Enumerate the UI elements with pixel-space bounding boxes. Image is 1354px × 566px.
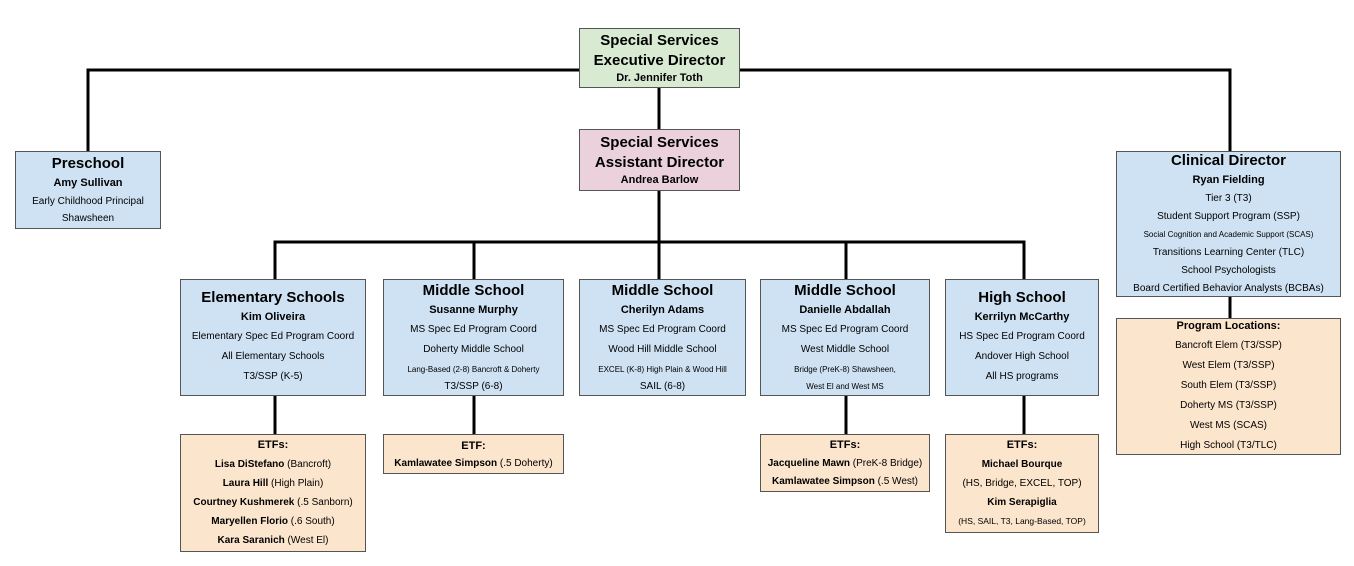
ms-abdallah-line: MS Spec Ed Program Coord: [781, 324, 909, 335]
location-item: South Elem (T3/SSP): [1180, 380, 1277, 391]
etf-name: Kara Saranich: [217, 535, 285, 546]
etf-name: Kamlawatee Simpson: [772, 475, 875, 487]
location-item: West Elem (T3/SSP): [1182, 360, 1275, 371]
middle-school-adams-box: Middle School Cherilyn Adams MS Spec Ed …: [579, 279, 746, 396]
elementary-schools-box: Elementary Schools Kim Oliveira Elementa…: [180, 279, 366, 396]
etf-abdallah-box: ETFs: Jacqueline Mawn (PreK-8 Bridge) Ka…: [760, 434, 930, 492]
elementary-title: Elementary Schools: [201, 289, 345, 306]
clinical-line: School Psychologists: [1181, 264, 1276, 276]
etf-note: (West El): [284, 535, 329, 546]
etf-elementary-box: ETFs: Lisa DiStefano (Bancroft) Laura Hi…: [180, 434, 366, 552]
executive-director-box: Special Services Executive Director Dr. …: [579, 28, 740, 88]
etf-name: Kim Serapiglia: [987, 497, 1057, 508]
program-locations-box: Program Locations: Bancroft Elem (T3/SSP…: [1116, 318, 1341, 455]
etf-note: (.5 Doherty): [497, 458, 553, 469]
ms-adams-line: MS Spec Ed Program Coord: [599, 324, 726, 335]
location-item: Bancroft Elem (T3/SSP): [1175, 340, 1282, 351]
high-line: Andover High School: [975, 351, 1069, 362]
clinical-line: Tier 3 (T3): [1205, 192, 1252, 204]
high-title: High School: [978, 289, 1066, 306]
elementary-name: Kim Oliveira: [240, 311, 306, 323]
etf-name: Laura Hill: [222, 478, 269, 489]
etf-murphy-box: ETF: Kamlawatee Simpson (.5 Doherty): [383, 434, 564, 474]
etf-entry: Kamlawatee Simpson (.5 West): [772, 473, 918, 491]
etf-note: (.5 West): [874, 475, 918, 487]
etf-entry: Lisa DiStefano (Bancroft): [215, 455, 331, 474]
preschool-line: Early Childhood Principal: [32, 195, 144, 207]
location-item: West MS (SCAS): [1189, 420, 1268, 431]
high-line: HS Spec Ed Program Coord: [959, 331, 1085, 342]
clinical-line: Transitions Learning Center (TLC): [1152, 246, 1305, 258]
etf-abdallah-title: ETFs:: [829, 438, 861, 451]
ms-adams-line: EXCEL (K-8) High Plain & Wood Hill: [598, 365, 727, 374]
etf-entry: Kamlawatee Simpson (.5 Doherty): [394, 456, 552, 471]
ms-abdallah-line: West El and West MS: [806, 382, 884, 391]
clinical-line: Student Support Program (SSP): [1157, 210, 1300, 222]
ms-murphy-line: Doherty Middle School: [423, 344, 524, 355]
etf-name: Courtney Kushmerek: [193, 497, 295, 508]
assistant-line2: Assistant Director: [594, 153, 725, 171]
etf-name: Maryellen Florio: [211, 516, 288, 527]
clinical-director-box: Clinical Director Ryan Fielding Tier 3 (…: [1116, 151, 1341, 297]
high-line: All HS programs: [985, 371, 1059, 382]
preschool-box: Preschool Amy Sullivan Early Childhood P…: [15, 151, 161, 229]
ms-murphy-line: MS Spec Ed Program Coord: [410, 324, 537, 335]
clinical-line: Board Certified Behavior Analysts (BCBAs…: [1133, 282, 1324, 294]
high-name: Kerrilyn McCarthy: [974, 311, 1070, 323]
ms-adams-line: SAIL (6-8): [639, 381, 686, 392]
etf-name: Kamlawatee Simpson: [394, 458, 498, 469]
locations-title: Program Locations:: [1176, 320, 1281, 332]
etf-high-title: ETFs:: [1006, 439, 1038, 451]
etf-entry: Jacqueline Mawn (PreK-8 Bridge): [768, 455, 923, 473]
clinical-name: Ryan Fielding: [1192, 173, 1265, 186]
assistant-line1: Special Services: [600, 133, 719, 151]
etf-elementary-title: ETFs:: [257, 439, 289, 451]
etf-name: Lisa DiStefano: [214, 459, 285, 470]
etf-name: Michael Bourque: [981, 459, 1063, 470]
preschool-name: Amy Sullivan: [53, 176, 123, 189]
executive-line2: Executive Director: [593, 52, 726, 69]
ms-adams-name: Cherilyn Adams: [620, 304, 705, 316]
etf-high-box: ETFs: Michael Bourque (HS, Bridge, EXCEL…: [945, 434, 1099, 533]
high-school-box: High School Kerrilyn McCarthy HS Spec Ed…: [945, 279, 1099, 396]
etf-entry: Kara Saranich (West El): [218, 531, 329, 550]
etf-note: (High Plain): [268, 478, 324, 489]
ms-abdallah-title: Middle School: [794, 282, 896, 299]
clinical-title: Clinical Director: [1170, 151, 1287, 169]
ms-adams-line: Wood Hill Middle School: [608, 344, 717, 355]
etf-detail: (HS, SAIL, T3, Lang-Based, TOP): [958, 516, 1086, 526]
location-item: Doherty MS (T3/SSP): [1180, 400, 1277, 411]
etf-murphy-title: ETF:: [461, 440, 486, 452]
etf-entry: Maryellen Florio (.6 South): [211, 512, 334, 531]
etf-note: (.5 Sanborn): [294, 497, 353, 508]
middle-school-murphy-box: Middle School Susanne Murphy MS Spec Ed …: [383, 279, 564, 396]
elementary-line: T3/SSP (K-5): [243, 371, 303, 382]
assistant-name: Andrea Barlow: [620, 173, 699, 186]
etf-entry: Laura Hill (High Plain): [223, 474, 324, 493]
etf-note: (Bancroft): [284, 459, 332, 470]
etf-note: (PreK-8 Bridge): [850, 457, 923, 469]
etf-detail: (HS, Bridge, EXCEL, TOP): [962, 478, 1082, 489]
ms-adams-title: Middle School: [611, 282, 714, 299]
location-item: High School (T3/TLC): [1180, 440, 1277, 451]
ms-murphy-name: Susanne Murphy: [429, 304, 518, 316]
preschool-line: Shawsheen: [61, 212, 115, 224]
executive-name: Dr. Jennifer Toth: [616, 72, 703, 84]
ms-murphy-line: T3/SSP (6-8): [444, 381, 503, 392]
ms-murphy-line: Lang-Based (2-8) Bancroft & Doherty: [407, 365, 540, 374]
ms-abdallah-name: Danielle Abdallah: [799, 304, 891, 316]
assistant-director-box: Special Services Assistant Director Andr…: [579, 129, 740, 191]
preschool-title: Preschool: [51, 154, 125, 172]
etf-note: (.6 South): [287, 516, 335, 527]
clinical-line: Social Cognition and Academic Support (S…: [1143, 229, 1314, 239]
etf-name: Jacqueline Mawn: [767, 457, 850, 469]
ms-abdallah-line: Bridge (PreK-8) Shawsheen,: [794, 365, 896, 374]
elementary-line: All Elementary Schools: [221, 351, 325, 362]
ms-murphy-title: Middle School: [422, 282, 525, 299]
ms-abdallah-line: West Middle School: [800, 344, 890, 355]
elementary-line: Elementary Spec Ed Program Coord: [191, 331, 355, 342]
etf-entry: Courtney Kushmerek (.5 Sanborn): [193, 493, 353, 512]
executive-line1: Special Services: [600, 32, 719, 49]
middle-school-abdallah-box: Middle School Danielle Abdallah MS Spec …: [760, 279, 930, 396]
